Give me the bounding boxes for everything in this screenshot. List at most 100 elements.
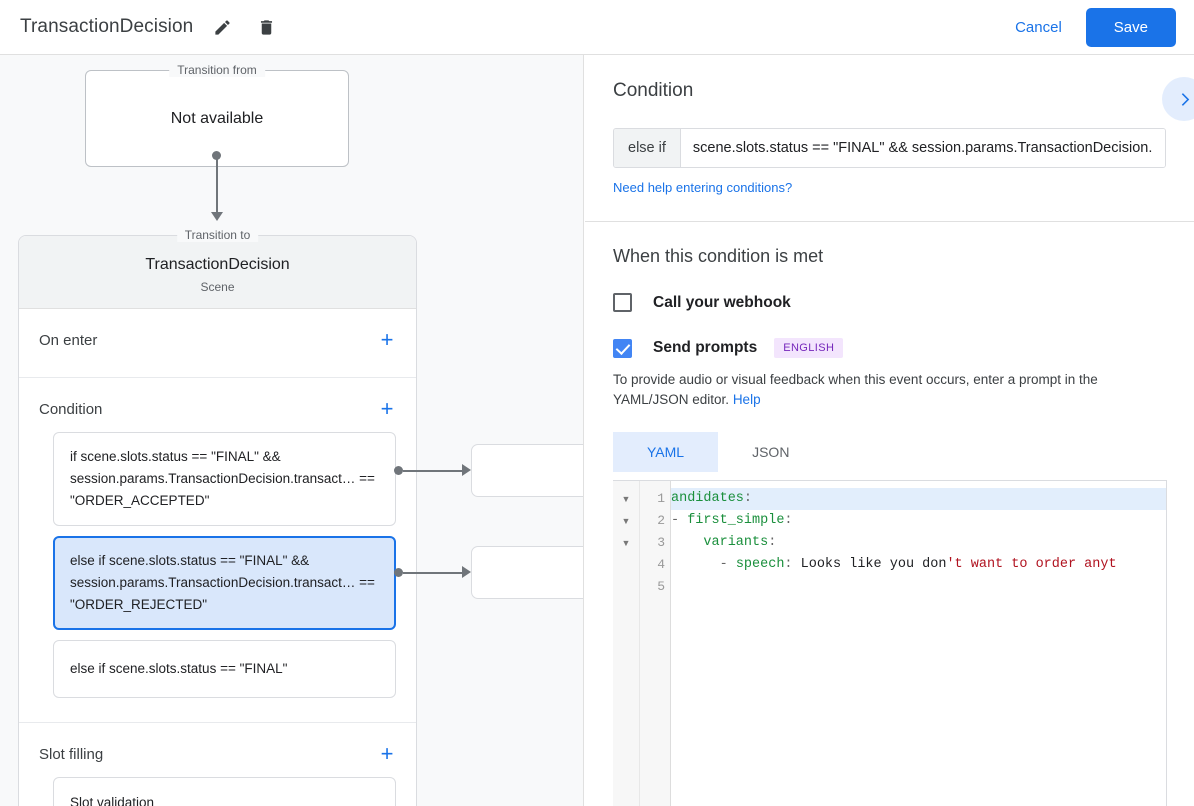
editor-code-line[interactable]: andidates: xyxy=(671,488,1166,510)
code-token: 't want to order anyt xyxy=(946,557,1117,572)
webhook-checkbox-row[interactable]: Call your webhook xyxy=(613,293,1166,312)
editor-line-numbers: 1 2 3 4 5 xyxy=(640,481,671,806)
condition-list-item[interactable]: else if scene.slots.status == "FINAL" xyxy=(53,640,396,698)
code-token: Looks like you don xyxy=(800,557,947,572)
editor-line-number: 4 xyxy=(657,557,665,572)
when-condition-met-section: When this condition is met Call your web… xyxy=(585,222,1194,806)
code-token: : xyxy=(768,535,777,550)
panel-heading: Condition xyxy=(613,80,694,101)
condition-list-item[interactable]: if scene.slots.status == "FINAL" && sess… xyxy=(53,432,396,526)
section-slot-filling: Slot filling + Slot validation xyxy=(19,723,416,806)
code-token: - xyxy=(671,557,736,572)
target-node-rejected[interactable] xyxy=(471,546,583,599)
fold-spacer xyxy=(613,576,639,598)
pencil-icon xyxy=(215,19,230,35)
when-condition-met-heading: When this condition is met xyxy=(613,246,824,266)
editor-code-line[interactable]: variants: xyxy=(671,532,1166,554)
editor-code-line[interactable] xyxy=(671,576,1166,598)
add-slot-filling-button[interactable]: + xyxy=(380,741,394,766)
condition-help-link[interactable]: Need help entering conditions? xyxy=(613,180,793,195)
slot-validation-item[interactable]: Slot validation xyxy=(53,777,396,806)
editor-line-number: 2 xyxy=(657,513,665,528)
editor-format-tabs: YAML JSON xyxy=(613,432,1166,472)
language-badge: ENGLISH xyxy=(774,338,844,358)
code-token: variants xyxy=(703,535,769,550)
edge-line-condition-2 xyxy=(403,572,465,574)
section-condition-title: Condition xyxy=(39,400,103,418)
prompts-description-text: To provide audio or visual feedback when… xyxy=(613,372,1098,407)
editor-code-line[interactable]: - first_simple: xyxy=(671,510,1166,532)
section-slot-filling-header: Slot filling + xyxy=(19,723,416,777)
code-token: : xyxy=(743,491,753,506)
edge-line-condition-1 xyxy=(403,470,465,472)
section-on-enter-header: On enter + xyxy=(19,309,416,363)
webhook-label: Call your webhook xyxy=(653,293,791,311)
section-condition: Condition + if scene.slots.status == "FI… xyxy=(19,378,416,723)
delete-button[interactable] xyxy=(251,12,281,42)
transition-to-legend: Transition to xyxy=(176,228,259,242)
editor-code-area[interactable]: andidates:- first_simple: variants: - sp… xyxy=(671,481,1166,806)
editor-line-number: 3 xyxy=(657,535,665,550)
add-on-enter-button[interactable]: + xyxy=(380,327,394,352)
code-token: speech xyxy=(735,557,785,572)
editor-fold-column: ▼ ▼ ▼ xyxy=(613,481,640,806)
code-token: : xyxy=(784,513,793,528)
chevron-right-icon xyxy=(1181,92,1189,106)
scene-graph-canvas[interactable]: Transition from Not available Transition… xyxy=(0,55,584,806)
scene-node-header[interactable]: Transition to TransactionDecision Scene xyxy=(19,228,416,309)
fold-toggle-icon[interactable]: ▼ xyxy=(621,516,631,526)
scene-node-card[interactable]: Transition to TransactionDecision Scene … xyxy=(18,228,417,806)
code-token xyxy=(671,535,703,550)
fold-toggle-icon[interactable]: ▼ xyxy=(621,494,631,504)
condition-list-item-selected[interactable]: else if scene.slots.status == "FINAL" &&… xyxy=(53,536,396,630)
section-on-enter: On enter + xyxy=(19,309,416,378)
webhook-checkbox[interactable] xyxy=(613,293,632,312)
editor-line-number: 1 xyxy=(657,491,665,506)
send-prompts-label: Send prompts xyxy=(653,339,758,356)
code-token: first_simple xyxy=(687,513,785,528)
page-title: TransactionDecision xyxy=(20,16,194,37)
section-condition-header: Condition + xyxy=(19,378,416,432)
condition-prefix-label: else if xyxy=(614,129,681,167)
connector-line-vertical xyxy=(216,155,218,217)
topbar-actions: Cancel Save xyxy=(1001,7,1176,47)
send-prompts-checkbox-row[interactable]: Send prompts ENGLISH xyxy=(613,338,1166,358)
edge-dot-condition-2 xyxy=(394,568,403,577)
edit-name-button[interactable] xyxy=(207,12,237,42)
section-slot-filling-title: Slot filling xyxy=(39,745,104,763)
editor-line-number: 5 xyxy=(657,579,665,594)
edge-arrow-condition-1 xyxy=(462,464,471,476)
condition-detail-panel: Condition else if Need help entering con… xyxy=(585,55,1194,806)
transition-from-legend: Transition from xyxy=(169,63,265,77)
edge-arrow-condition-2 xyxy=(462,566,471,578)
condition-header-section: Condition else if Need help entering con… xyxy=(585,55,1194,222)
prompts-description: To provide audio or visual feedback when… xyxy=(613,370,1166,410)
condition-input-row[interactable]: else if xyxy=(613,128,1166,168)
add-condition-button[interactable]: + xyxy=(380,396,394,421)
section-on-enter-title: On enter xyxy=(39,331,98,349)
code-token: : xyxy=(784,557,801,572)
scene-node-subtitle: Scene xyxy=(200,280,235,294)
fold-toggle-icon[interactable]: ▼ xyxy=(621,538,631,548)
scene-node-title: TransactionDecision xyxy=(145,256,290,273)
code-token: andidates xyxy=(671,491,744,506)
fold-spacer xyxy=(613,554,639,576)
cancel-button[interactable]: Cancel xyxy=(1001,10,1076,45)
trash-icon xyxy=(260,19,272,35)
transition-from-value: Not available xyxy=(170,109,264,127)
condition-input[interactable] xyxy=(680,129,1165,167)
send-prompts-checkbox[interactable] xyxy=(613,338,632,358)
code-token: - xyxy=(671,513,688,528)
save-button[interactable]: Save xyxy=(1085,7,1176,47)
connector-arrow-down xyxy=(211,212,223,221)
edge-dot-condition-1 xyxy=(394,466,403,475)
editor-code-line[interactable]: - speech: Looks like you don't want to o… xyxy=(671,554,1166,576)
target-node-accepted[interactable] xyxy=(471,444,583,497)
tab-json[interactable]: JSON xyxy=(718,432,823,472)
prompts-help-link[interactable]: Help xyxy=(732,392,761,407)
top-bar: TransactionDecision Cancel Save xyxy=(0,0,1194,55)
expand-panel-button[interactable] xyxy=(1162,77,1194,121)
transition-from-box[interactable]: Transition from Not available xyxy=(85,63,349,167)
tab-yaml[interactable]: YAML xyxy=(613,432,719,472)
